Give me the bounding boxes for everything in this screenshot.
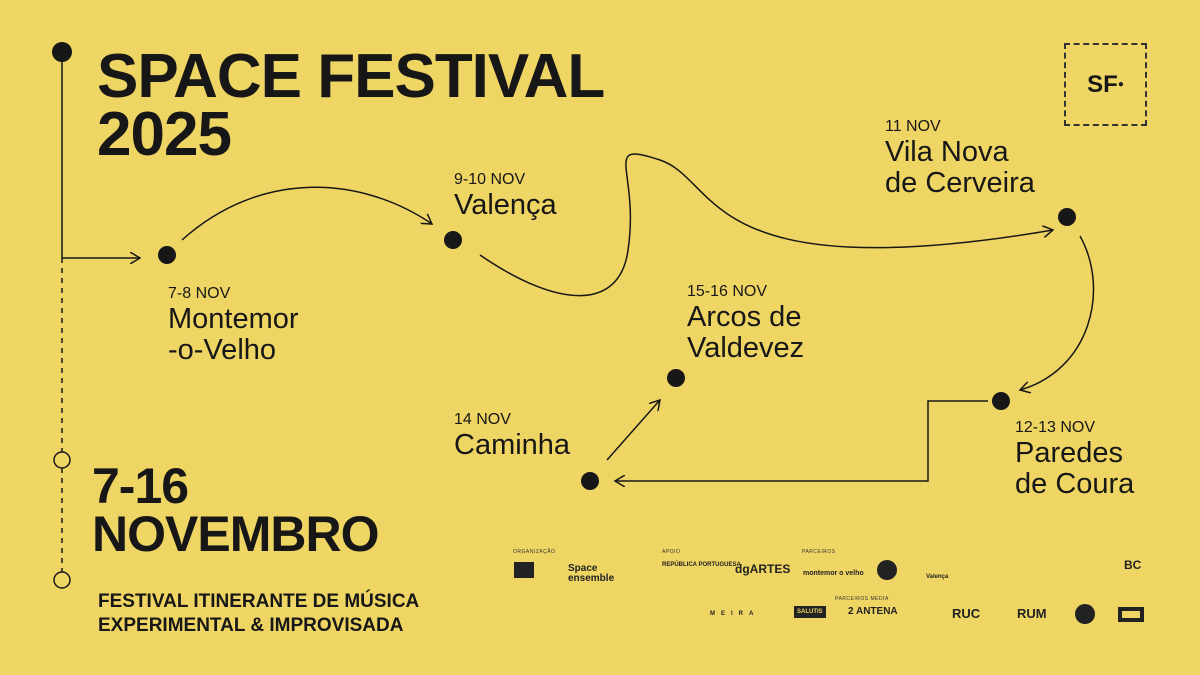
stop-city: Paredes — [1015, 437, 1124, 469]
sponsor-label: PARCEIROS MEDIA — [835, 596, 889, 602]
route-3 — [1020, 235, 1095, 390]
stop-dot — [158, 246, 176, 264]
sponsor-label: ORGANIZAÇÃO — [513, 549, 556, 555]
republica-logo: REPÚBLICA PORTUGUESA — [662, 562, 741, 568]
dgartes-logo: dgARTES — [735, 562, 791, 576]
route-1 — [181, 186, 432, 241]
stop-city: Vila Nova — [885, 136, 1009, 168]
salutis-logo: SALUTIS — [794, 606, 826, 618]
route-5 — [606, 400, 660, 461]
montemor-logo: montemor o velho — [803, 570, 864, 577]
stop-city: Valdevez — [687, 332, 805, 364]
subtitle-line: FESTIVAL ITINERANTE DE MÚSICA — [98, 591, 420, 612]
stop-dot — [992, 392, 1010, 410]
sf-logo: SF● — [1064, 43, 1147, 126]
stop-city: de Cerveira — [885, 167, 1035, 199]
sf-logo-text: SF — [1087, 70, 1118, 98]
stop-date: 11 NOV — [885, 118, 941, 135]
stop-date: 15-16 NOV — [687, 283, 768, 300]
subtitle-line: EXPERIMENTAL & IMPROVISADA — [98, 615, 404, 636]
stop-date: 7-8 NOV — [168, 285, 231, 302]
stop-city: -o-Velho — [168, 334, 277, 366]
title-year: 2025 — [97, 100, 232, 169]
partner-logo — [1118, 607, 1144, 622]
route-4 — [615, 400, 988, 481]
stop-city: de Coura — [1015, 468, 1135, 500]
partner-logo — [877, 560, 897, 580]
route-2 — [479, 153, 1053, 297]
stop-dot — [581, 472, 599, 490]
title-line: SPACE FESTIVAL — [97, 42, 605, 111]
stop-city: Montemor — [168, 303, 299, 335]
stop-date: 14 NOV — [454, 411, 511, 428]
stop-city: Caminha — [454, 429, 571, 461]
meira-logo: MEIRA — [710, 611, 760, 617]
festival-subtitle: FESTIVAL ITINERANTE DE MÚSICA EXPERIMENTA… — [98, 590, 419, 638]
org-logo — [514, 562, 534, 578]
stop-dot — [1058, 208, 1076, 226]
stop-dot — [444, 231, 462, 249]
sponsor-label: APOIO — [662, 549, 681, 555]
dates-month: NOVEMBRO — [92, 506, 379, 562]
timeline-node — [53, 571, 71, 589]
ruc-logo: RUC — [952, 606, 981, 621]
stop-date: 9-10 NOV — [454, 171, 526, 188]
antena2-logo: 2 ANTENA — [848, 606, 898, 617]
stop-city: Valença — [454, 189, 557, 221]
bc-logo: BC — [1124, 558, 1142, 572]
rum-logo: RUM — [1017, 606, 1047, 621]
dates-range: 7-16 — [92, 458, 189, 514]
stop-city: Arcos de — [687, 301, 802, 333]
space-ensemble-logo: Space ensemble — [568, 563, 615, 584]
sponsor-label: PARCEIROS — [802, 549, 836, 555]
partner-logo — [1075, 604, 1095, 624]
stop-dot — [667, 369, 685, 387]
valenca-logo: Valença — [926, 574, 949, 580]
timeline-node — [53, 451, 71, 469]
timeline-start-dot — [52, 42, 72, 62]
stop-date: 12-13 NOV — [1015, 419, 1096, 436]
